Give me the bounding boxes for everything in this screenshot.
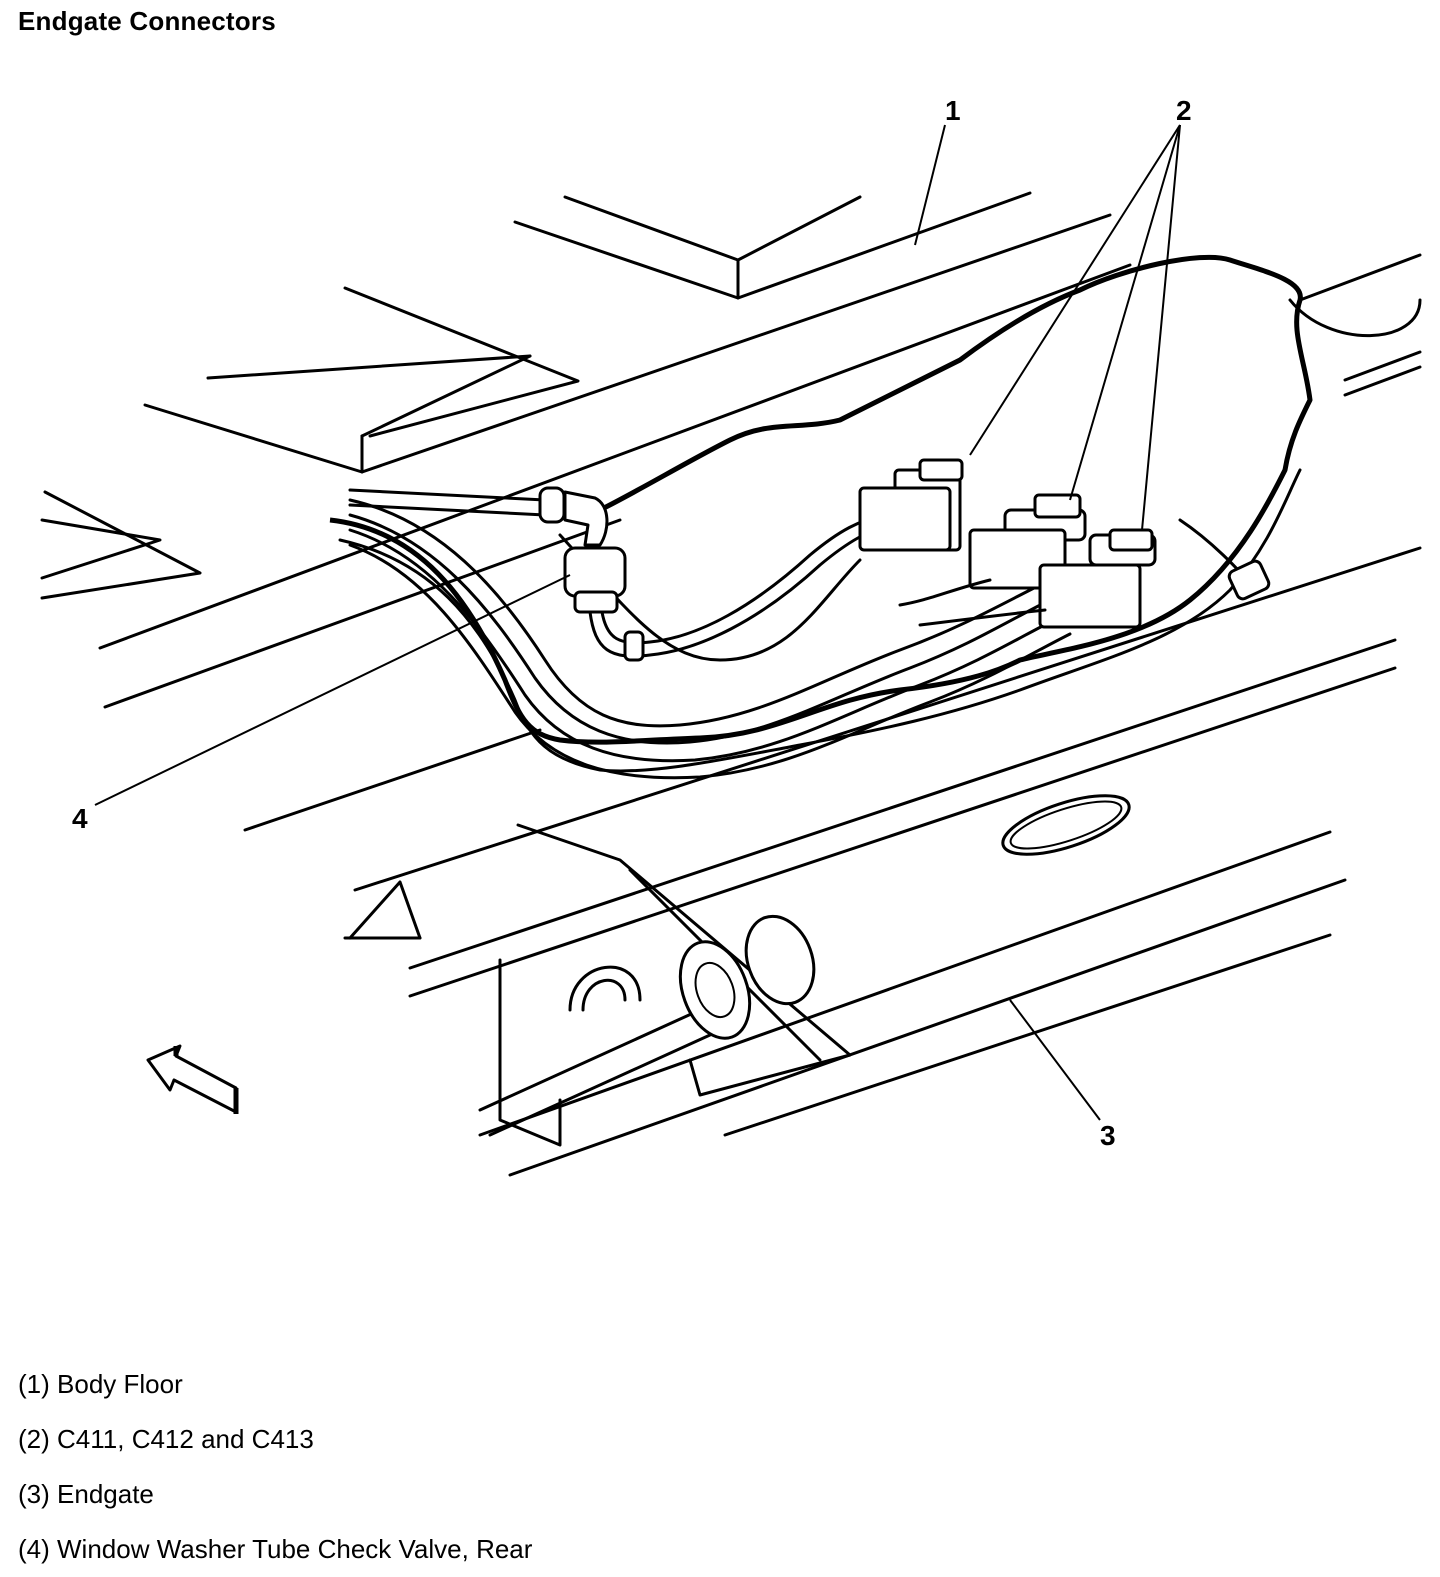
legend-item: (3) Endgate bbox=[18, 1479, 154, 1509]
leader-lines bbox=[94, 124, 1181, 1121]
legend: (1) Body Floor (2) C411, C412 and C413 (… bbox=[18, 1357, 532, 1577]
connector-c413 bbox=[1038, 528, 1157, 629]
legend-item: (4) Window Washer Tube Check Valve, Rear bbox=[18, 1534, 533, 1564]
harness-cutout bbox=[329, 253, 1422, 773]
legend-item: (2) C411, C412 and C413 bbox=[18, 1424, 314, 1454]
front-arrow-icon bbox=[146, 1044, 239, 1114]
endgate bbox=[243, 546, 1422, 1177]
callout-4: 4 bbox=[72, 803, 88, 834]
endgate-hinge bbox=[478, 823, 852, 1147]
body-floor-panels bbox=[40, 191, 1132, 709]
washer-tube-check-valve bbox=[348, 486, 892, 662]
endgate-connectors-diagram: 1 2 3 4 bbox=[40, 95, 1422, 1177]
wiring-harness bbox=[348, 498, 1072, 780]
connectors bbox=[858, 458, 1271, 629]
callout-2: 2 bbox=[1176, 95, 1192, 126]
connector-c411 bbox=[858, 458, 964, 552]
callout-3: 3 bbox=[1100, 1120, 1116, 1151]
callout-1: 1 bbox=[945, 95, 961, 126]
page-title: Endgate Connectors bbox=[18, 6, 276, 36]
legend-item: (1) Body Floor bbox=[18, 1369, 183, 1399]
